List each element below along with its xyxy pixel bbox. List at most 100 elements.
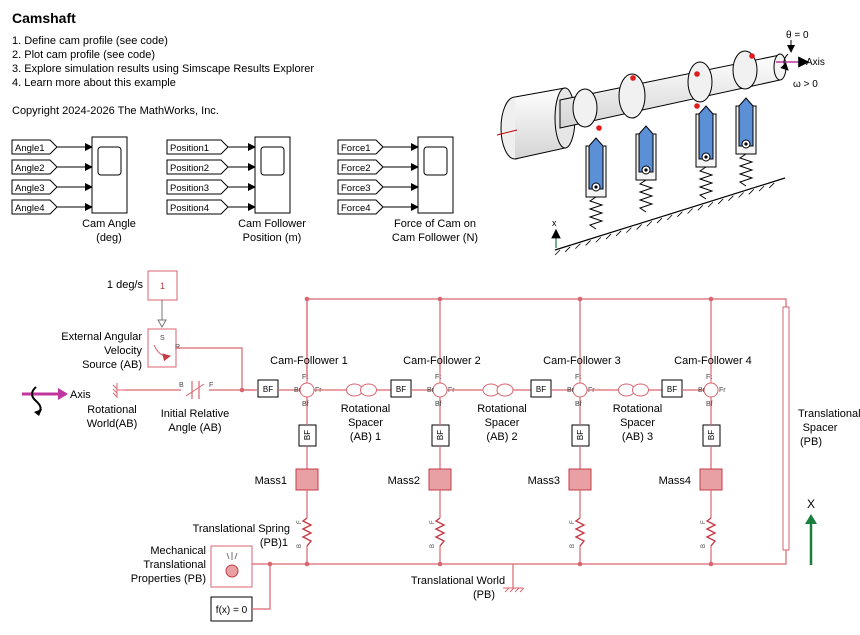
ground-hatch-line <box>554 249 561 256</box>
init-angle-label-2: Angle (AB) <box>168 422 221 434</box>
goto-tag-label: Force4 <box>341 203 371 214</box>
goto-tag[interactable] <box>11 179 58 195</box>
cam-follower-block[interactable] <box>299 382 315 398</box>
goto-tag[interactable] <box>166 199 229 215</box>
cam-follower-block[interactable] <box>572 382 588 398</box>
spring-b-port: B <box>297 544 303 548</box>
copyright-text: Copyright 2024-2026 The MathWorks, Inc. <box>12 105 219 117</box>
theta-label: θ = 0 <box>786 30 809 41</box>
goto-tag[interactable] <box>166 159 229 175</box>
rotational-spacer-block[interactable] <box>496 383 514 397</box>
solver-label: f(x) = 0 <box>216 605 248 616</box>
follower-spring <box>638 179 654 213</box>
goto-tag-label: Angle3 <box>15 183 45 194</box>
scope-screen-icon <box>97 146 122 176</box>
ground-hatch-line <box>626 227 632 233</box>
junction-dot <box>708 561 714 567</box>
spring-f-port: F <box>570 520 576 524</box>
ground-hatch-line <box>615 230 622 237</box>
illus-x-label: x <box>552 218 557 228</box>
ground-hatch-line <box>758 185 765 192</box>
trans-spacer-label-3: (PB) <box>800 436 822 448</box>
goto-tag[interactable] <box>166 179 229 195</box>
follower-rod <box>698 105 714 160</box>
follower-spring <box>738 153 754 187</box>
cam-br-port: Br <box>567 387 575 394</box>
junction-dot <box>437 561 443 567</box>
goto-tag[interactable] <box>337 199 384 215</box>
source-unit-label: 1 deg/s <box>107 279 144 291</box>
mass-4-label: Mass4 <box>659 475 691 487</box>
cam-bf-port: Bf <box>302 401 309 408</box>
omega-label: ω > 0 <box>793 79 818 90</box>
ground-hatch-line <box>738 192 744 198</box>
spring-b-port: B <box>570 544 576 548</box>
junction-dot <box>304 561 310 567</box>
spring-block[interactable] <box>434 517 446 547</box>
bf-connector-block[interactable] <box>257 379 279 398</box>
goto-tag-label: Force1 <box>341 143 371 154</box>
ground-hatch-line <box>717 198 724 205</box>
spring-b-port: B <box>701 544 707 548</box>
ground-hatch-line <box>656 217 663 224</box>
goto-tag-label: Position4 <box>170 203 209 214</box>
ground-hatch-line <box>666 214 673 221</box>
spring-block[interactable] <box>705 517 717 547</box>
spacer-label-1: Rotational <box>477 403 527 415</box>
cam-follower-block[interactable] <box>432 382 448 398</box>
cam-bf-port: Bf <box>706 401 713 408</box>
step-1-link[interactable]: 1. Define cam profile (see code) <box>12 35 168 47</box>
rot-world-label-1: Rotational <box>87 404 137 416</box>
step-4-link[interactable]: 4. Learn more about this example <box>12 77 176 89</box>
scope-caption-line1: Cam Angle <box>82 218 136 230</box>
mech-props-label-3: Properties (PB) <box>131 573 206 585</box>
step-3-link[interactable]: 3. Explore simulation results using Sims… <box>12 63 315 75</box>
mass-block[interactable] <box>428 468 452 491</box>
mass-3-label: Mass3 <box>528 475 560 487</box>
ground-hatch-line <box>595 236 602 243</box>
bf-connector-label: BF <box>396 385 406 394</box>
angular-velocity-source-block[interactable] <box>147 328 177 368</box>
trans-world-label-1: Translational World <box>411 575 505 587</box>
goto-tag[interactable] <box>11 139 58 155</box>
angular-source-label-1: External Angular <box>61 331 142 343</box>
bf-connector-label: BF <box>436 430 445 440</box>
spring-block[interactable] <box>301 517 313 547</box>
mass-1-label: Mass1 <box>255 475 287 487</box>
bf-connector-block[interactable] <box>661 379 683 398</box>
bf-connector-label: BF <box>263 385 273 394</box>
mech-props-label-2: Translational <box>143 559 206 571</box>
cam-follower-block[interactable] <box>703 382 719 398</box>
mass-block[interactable] <box>295 468 319 491</box>
goto-tag[interactable] <box>166 139 229 155</box>
follower-spring <box>588 196 604 230</box>
goto-tag[interactable] <box>337 159 384 175</box>
source-s-port: S <box>160 335 165 342</box>
spacer-label-2: Spacer <box>348 417 383 429</box>
ground-hatch-line <box>646 220 653 227</box>
cam-ft-port: Ft <box>302 374 308 381</box>
mass-block[interactable] <box>568 468 592 491</box>
angular-source-label-2: Velocity <box>104 345 142 357</box>
roller-pin <box>594 185 598 189</box>
spring-b-port: B <box>430 544 436 548</box>
roller-pin <box>744 142 748 146</box>
step-2-link[interactable]: 2. Plot cam profile (see code) <box>12 49 156 61</box>
ground-hatch-line <box>748 189 755 195</box>
goto-tag[interactable] <box>11 159 58 175</box>
goto-tag[interactable] <box>11 199 58 215</box>
bf-connector-label: BF <box>303 430 312 440</box>
goto-tag-label: Force2 <box>341 163 371 174</box>
rotational-spacer-block[interactable] <box>632 383 649 397</box>
cam-br-port: Br <box>294 387 302 394</box>
spring-block[interactable] <box>574 517 586 547</box>
rotational-spacer-block[interactable] <box>360 383 377 397</box>
bf-connector-block[interactable] <box>530 379 552 398</box>
spacer-label-3: (AB) 2 <box>486 431 517 443</box>
mass-block[interactable] <box>699 468 723 491</box>
bf-connector-block[interactable] <box>390 379 412 398</box>
translational-spacer-block[interactable] <box>782 306 790 551</box>
goto-tag[interactable] <box>337 139 384 155</box>
goto-tag[interactable] <box>337 179 384 195</box>
